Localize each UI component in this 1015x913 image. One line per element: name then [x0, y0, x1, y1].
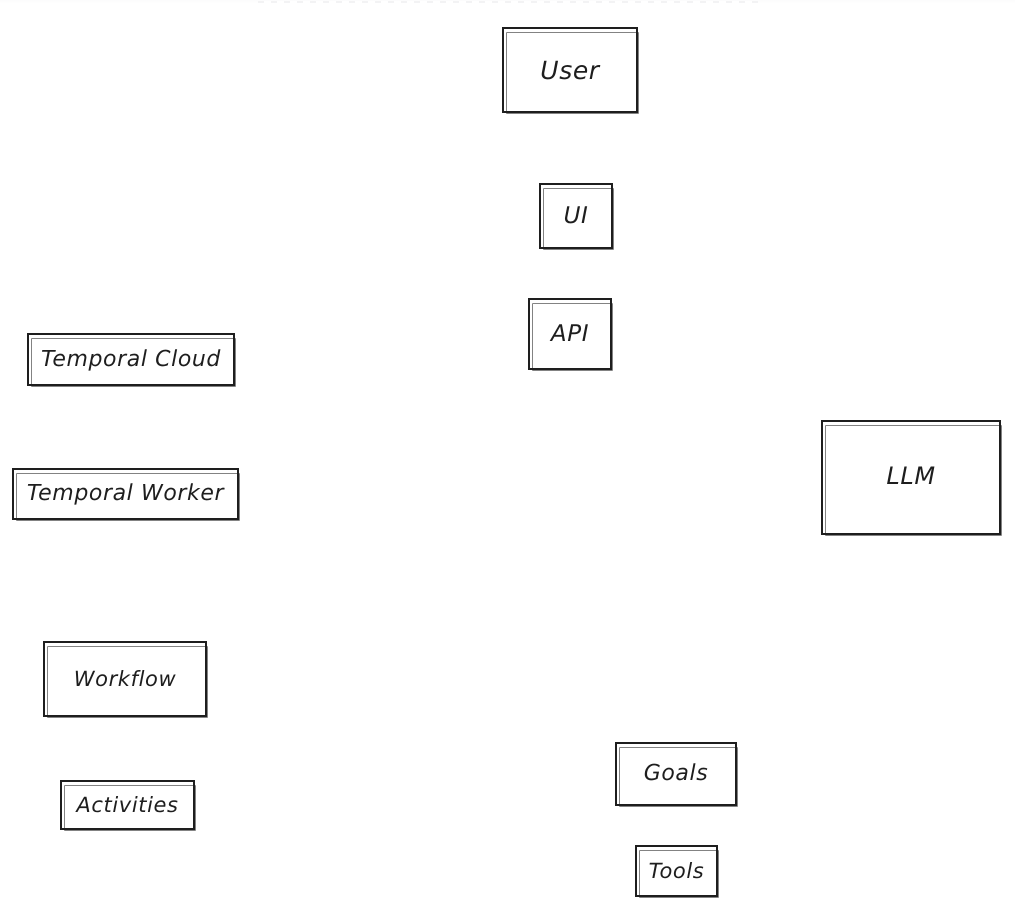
- node-temporal-worker[interactable]: Temporal Worker: [12, 468, 240, 521]
- node-user[interactable]: User: [502, 27, 639, 114]
- node-activities-label: Activities: [76, 792, 179, 817]
- node-api-label: API: [550, 320, 590, 347]
- node-workflow-label: Workflow: [73, 666, 177, 691]
- node-goals[interactable]: Goals: [615, 742, 738, 807]
- node-llm[interactable]: LLM: [821, 420, 1002, 536]
- node-ui[interactable]: UI: [539, 183, 614, 250]
- node-temporal-worker-label: Temporal Worker: [26, 481, 225, 506]
- node-api[interactable]: API: [528, 298, 613, 371]
- node-temporal-cloud-label: Temporal Cloud: [41, 346, 221, 372]
- node-activities[interactable]: Activities: [60, 780, 196, 831]
- node-temporal-cloud[interactable]: Temporal Cloud: [27, 333, 236, 387]
- node-workflow[interactable]: Workflow: [43, 641, 208, 718]
- clipped-toolbar-strip: [0, 0, 1015, 4]
- node-user-label: User: [540, 55, 600, 85]
- node-tools-label: Tools: [648, 858, 705, 883]
- node-tools[interactable]: Tools: [635, 845, 719, 898]
- node-ui-label: UI: [563, 202, 589, 229]
- node-goals-label: Goals: [643, 761, 709, 786]
- node-llm-label: LLM: [886, 461, 936, 490]
